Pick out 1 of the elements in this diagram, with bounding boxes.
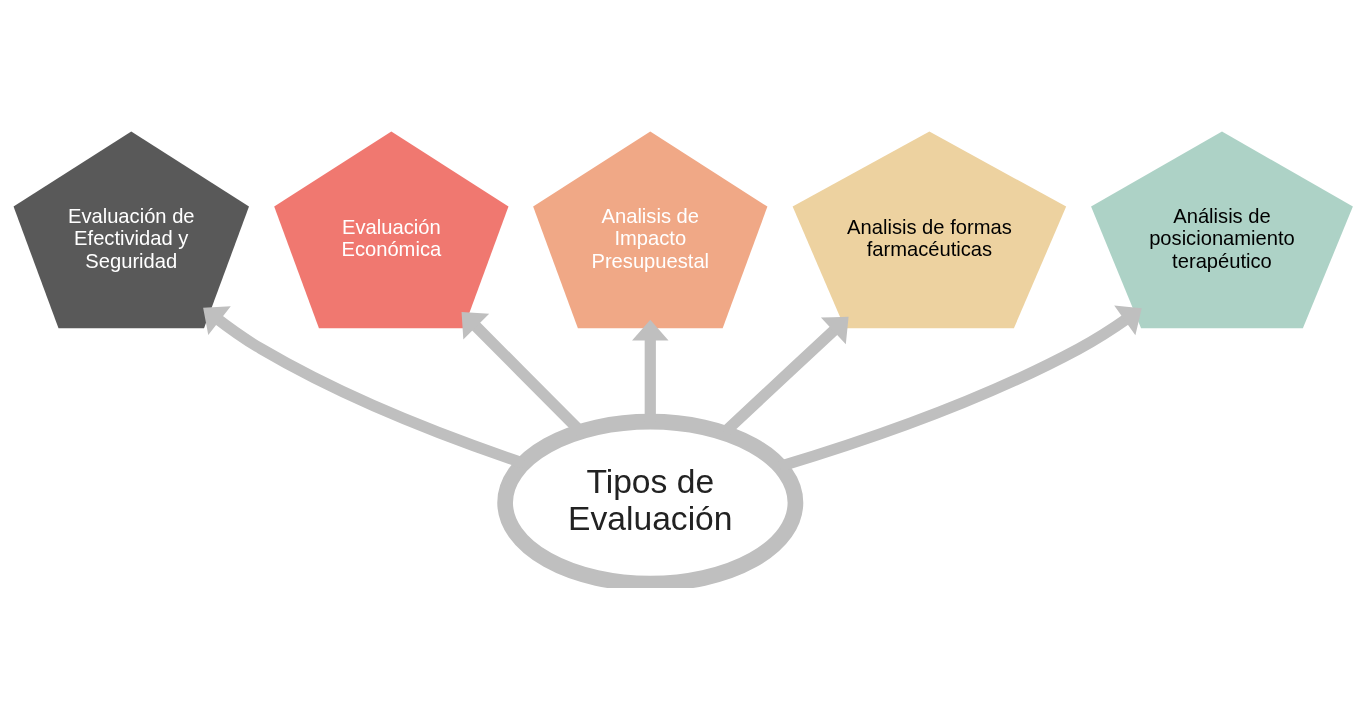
node-ellipse: Tipos de Evaluación	[497, 413, 804, 588]
